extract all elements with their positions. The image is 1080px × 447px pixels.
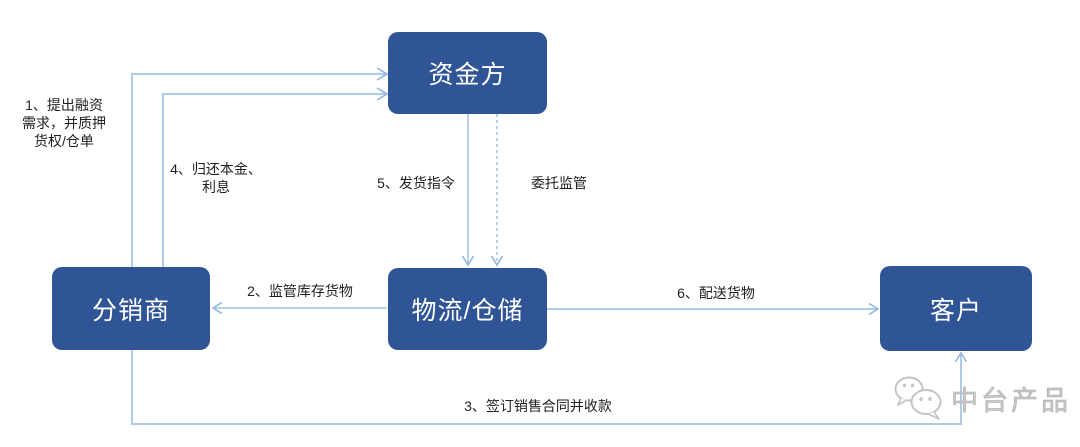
- edge-1-line: [131, 73, 386, 267]
- wechat-icon: [894, 376, 942, 420]
- edge-5-arrowhead: [461, 255, 475, 267]
- edge-1-arrowhead: [376, 67, 389, 81]
- edge-5-label: 5、发货指令: [377, 175, 455, 191]
- edge-4-arrowhead: [376, 87, 389, 101]
- edge-1-label: 1、提出融资 需求，并质押 货权/仓单: [22, 97, 106, 149]
- edge-3-label: 3、签订销售合同并收款: [464, 398, 612, 414]
- edge-2-label: 2、监管库存货物: [247, 283, 353, 299]
- node-distributor: 分销商: [52, 267, 210, 350]
- edge-custody-label: 委托监管: [531, 175, 587, 191]
- node-customer: 客户: [880, 266, 1032, 351]
- node-logistics: 物流/仓储: [388, 268, 547, 350]
- edge-6-arrowhead: [868, 302, 880, 316]
- node-logistics-label: 物流/仓储: [411, 297, 524, 325]
- node-funding-label: 资金方: [428, 61, 507, 89]
- watermark-text: 中台产品: [951, 385, 1071, 416]
- edge-4-label: 4、归还本金、 利息: [170, 161, 262, 195]
- edge-6-label: 6、配送货物: [677, 285, 755, 301]
- node-customer-label: 客户: [929, 296, 982, 325]
- edge-custody-arrowhead: [490, 255, 504, 267]
- edge-3-arrowhead: [954, 351, 968, 363]
- node-funding: 资金方: [388, 32, 547, 114]
- edge-2-arrowhead: [211, 301, 223, 315]
- edge-3-line: [131, 350, 962, 425]
- node-distributor-label: 分销商: [91, 296, 170, 325]
- watermark: 中台产品: [893, 375, 1071, 421]
- edge-4-line: [162, 93, 386, 267]
